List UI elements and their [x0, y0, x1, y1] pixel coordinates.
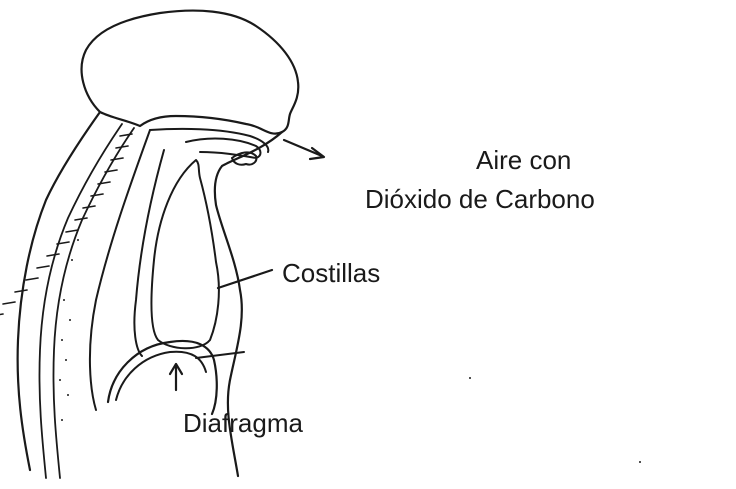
airway-lower: [186, 139, 261, 158]
back-outline: [18, 112, 100, 470]
head-outline: [82, 11, 299, 134]
rib-line: [134, 150, 164, 356]
exhale-arrow: [284, 140, 322, 156]
ribs-pointer-line: [218, 270, 272, 288]
ribs-label: Costillas: [282, 260, 380, 286]
diaphragm-pointer-line: [196, 352, 244, 358]
spine-front-line: [53, 128, 134, 478]
diaphragm-label: Diafragma: [183, 410, 303, 436]
air-label-line1: Aire con: [476, 147, 571, 173]
diaphragm-inner: [116, 352, 206, 400]
spine-back-line: [39, 124, 122, 478]
inner-back-wall: [90, 130, 150, 410]
airway-upper: [150, 129, 268, 152]
diaphragm-dome: [108, 341, 217, 414]
air-label-line2: Dióxido de Carbono: [365, 186, 595, 212]
lung-cavity: [151, 160, 219, 348]
